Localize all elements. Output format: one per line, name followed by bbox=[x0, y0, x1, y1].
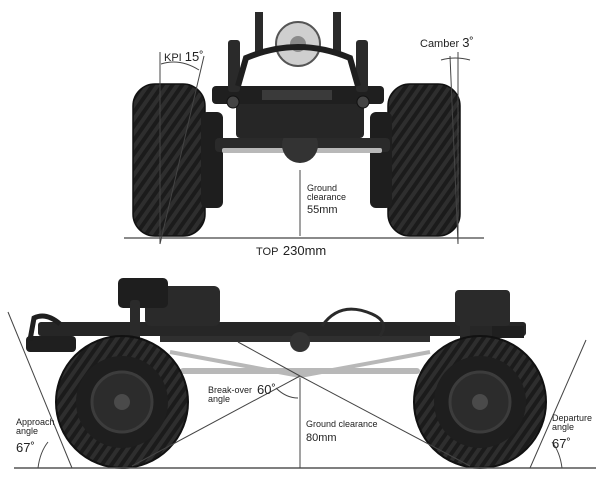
front-left-tire-inner bbox=[201, 112, 223, 208]
front-left-light bbox=[226, 95, 240, 109]
front-chassis-block bbox=[236, 98, 364, 138]
bumper-grille bbox=[262, 90, 332, 100]
side-front-bumper bbox=[26, 336, 76, 352]
breakover-guide bbox=[237, 341, 301, 377]
frame-rail bbox=[38, 322, 526, 336]
approach-line1: Approach bbox=[16, 417, 55, 427]
camber-label: Camber 3˚ bbox=[420, 36, 474, 51]
side-bull-bar bbox=[27, 313, 62, 341]
side-rear-hub bbox=[472, 394, 488, 410]
breakover-angle-label: Break-over angle bbox=[208, 385, 253, 405]
front-right-light bbox=[356, 95, 370, 109]
approach-angle-line bbox=[7, 311, 73, 469]
side-step-bar bbox=[180, 368, 420, 374]
side-ground-clearance-text: Ground clearance bbox=[306, 419, 378, 429]
breakover-value: 60˚ bbox=[257, 382, 276, 397]
camber-angle-line bbox=[449, 55, 459, 245]
front-right-post bbox=[333, 12, 341, 52]
front-ground-clearance-line2: clearance bbox=[307, 192, 347, 203]
front-ground-clearance-label: Ground clearance 55mm bbox=[307, 183, 347, 216]
lower-link-rear bbox=[299, 350, 431, 378]
approach-angle-label: Approach angle 67˚ bbox=[16, 417, 55, 455]
lower-link-front bbox=[169, 350, 301, 378]
side-view-truck bbox=[26, 278, 547, 469]
camber-arc bbox=[440, 57, 471, 61]
track-width-value: 230mm bbox=[282, 243, 327, 258]
front-left-tire bbox=[132, 83, 206, 237]
front-right-tire bbox=[387, 83, 461, 237]
departure-value: 67˚ bbox=[552, 435, 571, 451]
departure-line2: angle bbox=[552, 422, 575, 433]
track-width-label: TOP 230mm bbox=[256, 243, 326, 260]
departure-arc bbox=[551, 441, 563, 469]
departure-angle-label: Departure angle 67˚ bbox=[552, 413, 593, 451]
breakover-line-rear bbox=[299, 375, 471, 467]
breakover-line1: Break-over bbox=[208, 385, 253, 395]
departure-angle-line bbox=[529, 339, 587, 469]
bull-bar bbox=[235, 44, 361, 87]
transmission-case bbox=[290, 332, 310, 352]
approach-value: 67˚ bbox=[16, 439, 35, 455]
breakover-arc bbox=[275, 387, 299, 399]
side-dimension-lines bbox=[7, 311, 596, 469]
kpi-label: KPI 15˚ bbox=[164, 50, 204, 65]
front-right-tire-inner bbox=[370, 112, 392, 208]
rear-bumper bbox=[492, 326, 524, 338]
departure-line1: Departure bbox=[552, 413, 593, 423]
side-ground-clearance-label: Ground clearance 80mm bbox=[306, 419, 378, 445]
kpi-label-text: KPI bbox=[164, 52, 182, 64]
kpi-arc bbox=[160, 61, 200, 71]
side-ground-clearance-value: 80mm bbox=[306, 432, 337, 445]
kpi-angle-line bbox=[159, 55, 205, 245]
approach-line2: angle bbox=[16, 426, 39, 437]
approach-arc bbox=[37, 441, 49, 469]
track-width-label-text: TOP bbox=[256, 246, 279, 258]
kpi-value: 15˚ bbox=[184, 49, 204, 64]
front-view-truck bbox=[132, 12, 461, 237]
front-left-post bbox=[255, 12, 263, 52]
front-dimension-lines bbox=[124, 52, 484, 245]
side-rear-shock bbox=[460, 296, 470, 346]
side-front-hub bbox=[114, 394, 130, 410]
front-ground-clearance-value: 55mm bbox=[307, 203, 338, 216]
breakover-line2: angle bbox=[208, 394, 231, 405]
cable-loop bbox=[320, 307, 386, 337]
front-ground-clearance-line1: Ground bbox=[307, 183, 338, 193]
breakover-line-front bbox=[131, 375, 301, 467]
camber-value: 3˚ bbox=[462, 35, 474, 50]
motor-side bbox=[118, 278, 168, 308]
camber-label-text: Camber bbox=[420, 38, 460, 50]
